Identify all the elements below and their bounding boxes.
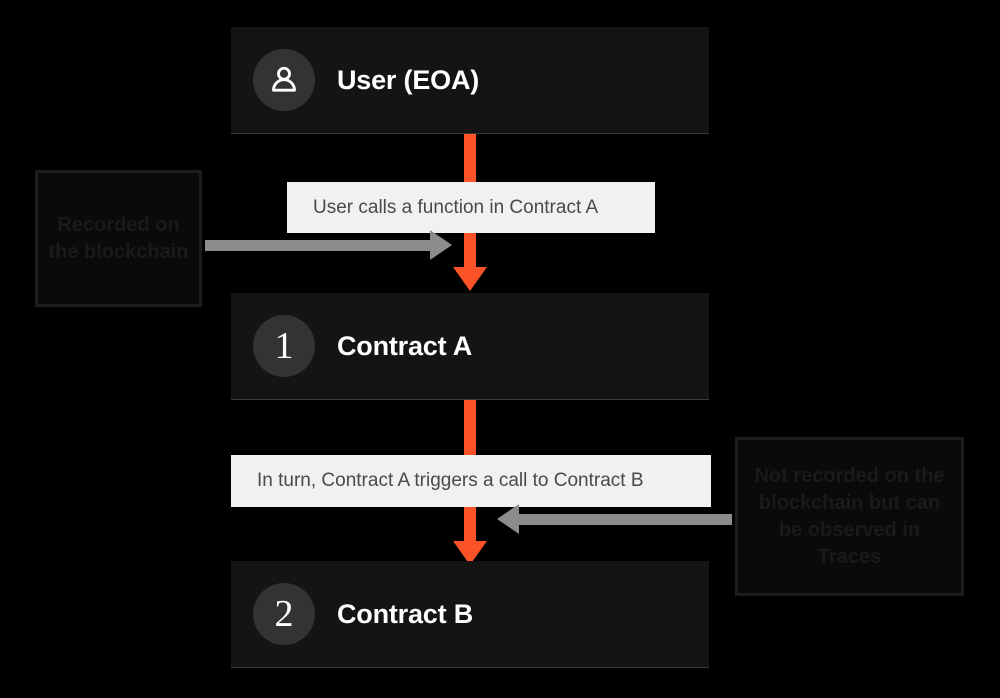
caption-contract-a-triggers-b: In turn, Contract A triggers a call to C… <box>231 455 711 507</box>
node-user-eoa: User (EOA) <box>231 27 709 134</box>
annotation-not-recorded-traces: Not recorded on the blockchain but can b… <box>735 437 964 596</box>
annotation-left-text: Recorded on the blockchain <box>48 213 189 263</box>
contract-b-number: 2 <box>274 593 294 635</box>
annotation-right-arrow-head-icon <box>497 504 519 534</box>
node-user-label: User (EOA) <box>337 64 480 95</box>
annotation-right-text: Not recorded on the blockchain but can b… <box>754 464 945 568</box>
contract-a-number: 1 <box>274 325 294 367</box>
node-contract-a: 1 Contract A <box>231 293 709 400</box>
arrow-user-to-caption-stem <box>464 134 476 182</box>
contract-b-number-badge: 2 <box>253 583 315 645</box>
arrow-caption-to-contract-a-head-icon <box>453 267 487 291</box>
annotation-left-arrow-head-icon <box>430 230 452 260</box>
person-icon <box>272 66 296 92</box>
annotation-right-arrow-stem <box>519 514 732 525</box>
arrow-contract-a-to-caption-stem <box>464 400 476 455</box>
node-contract-b: 2 Contract B <box>231 561 709 668</box>
caption-2-text: In turn, Contract A triggers a call to C… <box>257 470 644 491</box>
node-contract-b-label: Contract B <box>337 598 474 629</box>
node-contract-a-label: Contract A <box>337 330 473 361</box>
annotation-recorded-on-blockchain: Recorded on the blockchain <box>35 170 202 307</box>
arrow-caption-to-contract-b-stem <box>464 507 476 543</box>
annotation-left-arrow-stem <box>205 240 433 251</box>
caption-1-text: User calls a function in Contract A <box>313 196 599 218</box>
user-avatar-badge <box>253 49 315 111</box>
caption-user-calls-function: User calls a function in Contract A <box>287 182 655 233</box>
arrow-caption-to-contract-a-stem <box>464 233 476 269</box>
contract-a-number-badge: 1 <box>253 315 315 377</box>
